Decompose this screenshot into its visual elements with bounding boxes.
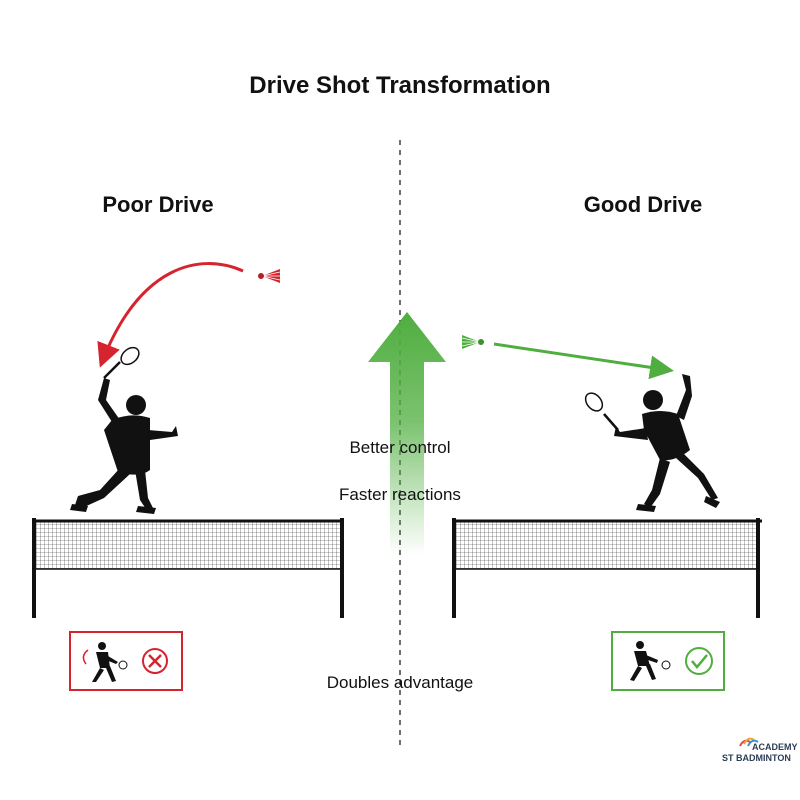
badge-player-icon-right: [630, 641, 658, 681]
right-net: [452, 518, 762, 618]
badge-player-icon-left: [92, 642, 118, 682]
poor-drive-badge: [69, 631, 183, 691]
poor-drive-player: [70, 378, 178, 514]
poor-trajectory-arrow: [97, 262, 244, 368]
poor-drive-racket: [103, 346, 140, 379]
logo-line1: ACADEMY: [752, 742, 798, 752]
good-drive-player: [614, 374, 720, 512]
good-drive-badge: [611, 631, 725, 691]
academy-logo-mark: [739, 737, 759, 747]
benefit-better-control: Better control: [349, 438, 451, 457]
left-net: [32, 518, 344, 618]
check-circle-icon: [685, 647, 713, 675]
benefit-faster-reactions: Faster reactions: [339, 485, 461, 504]
shuttlecock-green: [461, 335, 484, 349]
good-trajectory-arrow: [493, 342, 674, 380]
poor-drive-heading: Poor Drive: [102, 192, 214, 217]
good-drive-heading: Good Drive: [583, 192, 703, 217]
improvement-up-arrow: [368, 312, 446, 555]
page-title: Drive Shot Transformation: [249, 72, 551, 99]
shuttlecock-red: [258, 269, 281, 283]
good-drive-racket: [584, 392, 619, 431]
logo-line2: ST BADMINTON: [722, 753, 791, 763]
cross-circle-icon: [142, 648, 168, 674]
benefit-doubles-advantage: Doubles advantage: [326, 673, 474, 692]
